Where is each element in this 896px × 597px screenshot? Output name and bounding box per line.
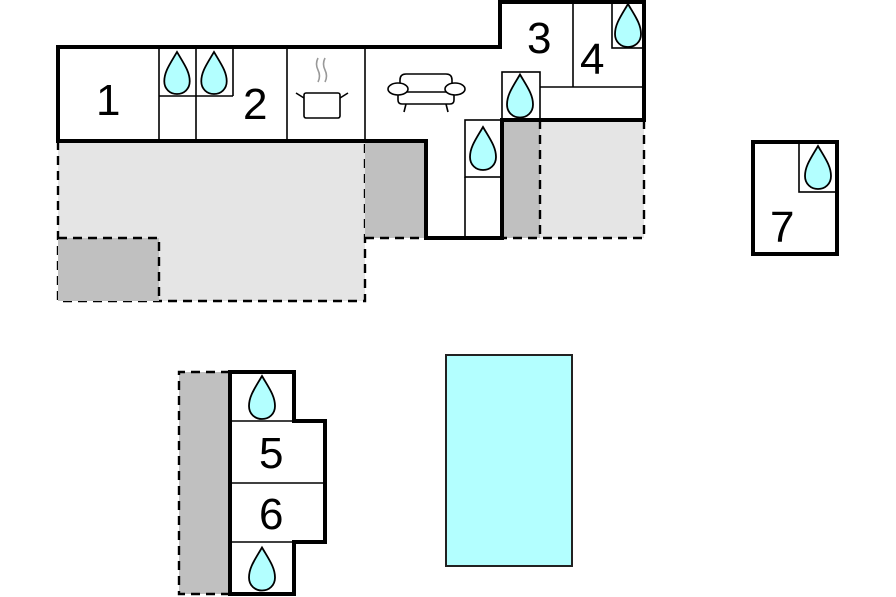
room-1-label: 1 xyxy=(96,76,120,125)
water-drop-icon xyxy=(248,375,276,420)
water-drop-icon xyxy=(506,73,534,119)
interior-walls xyxy=(158,1,645,238)
terrace-right xyxy=(502,120,646,240)
room-4-label: 4 xyxy=(580,35,604,84)
room-2-label: 2 xyxy=(243,80,267,129)
sofa-icon xyxy=(387,73,466,113)
water-drop-icon xyxy=(163,51,191,95)
room-7-label: 7 xyxy=(770,203,794,252)
room-6-label: 6 xyxy=(259,490,283,539)
covered-terrace-corner xyxy=(58,236,161,301)
kitchen-pot-icon xyxy=(295,57,349,119)
pool xyxy=(445,354,573,567)
water-drop-icon xyxy=(804,145,832,190)
room-3-label: 3 xyxy=(527,14,551,63)
covered-terrace-kitchen xyxy=(365,141,426,240)
wing-5-6: 5 6 xyxy=(177,370,327,596)
water-drop-icon xyxy=(614,3,642,48)
water-drop-icon xyxy=(469,126,497,171)
room-5-label: 5 xyxy=(259,429,283,478)
water-drop-icon xyxy=(200,51,228,95)
water-drop-icon xyxy=(248,546,276,592)
annex-building: 7 xyxy=(751,140,839,256)
